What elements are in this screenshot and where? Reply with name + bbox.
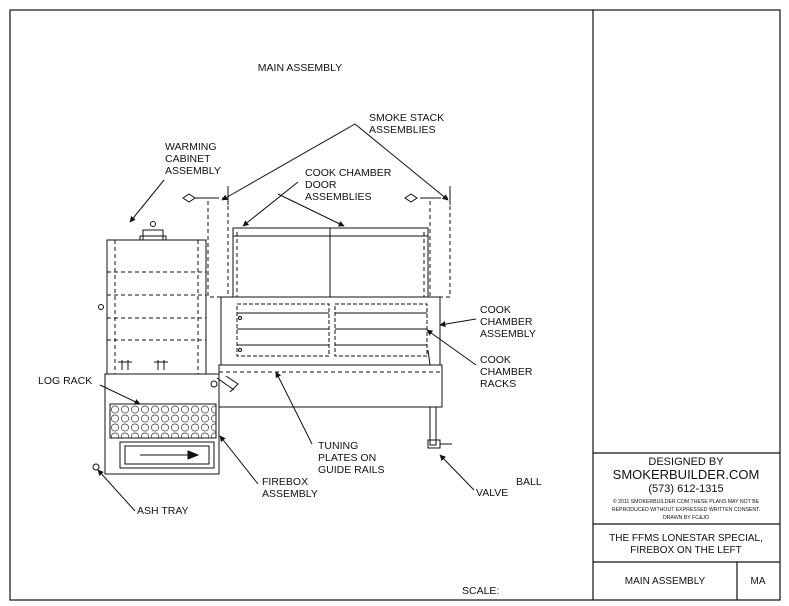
label-ash-tray: ASH TRAY xyxy=(137,505,189,517)
leader-lines xyxy=(97,123,477,512)
label-valve: VALVE xyxy=(476,487,508,499)
callout-labels: SMOKE STACK ASSEMBLIES WARMING CABINET A… xyxy=(38,112,542,517)
label-cook-chamber-assembly: COOK CHAMBER ASSEMBLY xyxy=(480,304,536,340)
label-cook-chamber-racks: COOK CHAMBER RACKS xyxy=(480,354,535,390)
sheet-code: MA xyxy=(751,576,766,587)
copyright-line-2: REPRODUCED WITHOUT EXPRESSED WRITTEN CON… xyxy=(612,507,760,513)
firebox xyxy=(92,373,239,475)
label-tuning-plates: TUNING PLATES ON GUIDE RAILS xyxy=(318,440,385,476)
warming-cabinet xyxy=(98,221,207,375)
sheet-name: MAIN ASSEMBLY xyxy=(625,576,706,587)
copyright-line-1: © 2011 SMOKERBUILDER.COM THESE PLANS MAY… xyxy=(613,498,760,505)
label-smoke-stack: SMOKE STACK ASSEMBLIES xyxy=(369,112,447,136)
label-firebox: FIREBOX ASSEMBLY xyxy=(262,476,318,500)
scale-label: SCALE: xyxy=(462,585,499,597)
smoker-drawing xyxy=(92,186,452,475)
label-warming-cabinet: WARMING CABINET ASSEMBLY xyxy=(165,141,221,177)
cook-chamber xyxy=(218,227,452,449)
label-ball: BALL xyxy=(516,476,542,488)
label-cook-chamber-door: COOK CHAMBER DOOR ASSEMBLIES xyxy=(305,167,394,203)
project-title-1: THE FFMS LONESTAR SPECIAL, xyxy=(609,533,763,544)
project-title-2: FIREBOX ON THE LEFT xyxy=(630,545,742,556)
sheet-border xyxy=(9,9,781,601)
designed-by-text: DESIGNED BY xyxy=(648,456,724,468)
phone-number: (573) 612-1315 xyxy=(648,483,723,495)
label-log-rack: LOG RACK xyxy=(38,375,92,387)
drawn-by-text: DRAWN BY FC&JO xyxy=(663,515,709,521)
company-name: SMOKERBUILDER.COM xyxy=(613,467,760,482)
drawing-title: MAIN ASSEMBLY xyxy=(258,62,342,74)
